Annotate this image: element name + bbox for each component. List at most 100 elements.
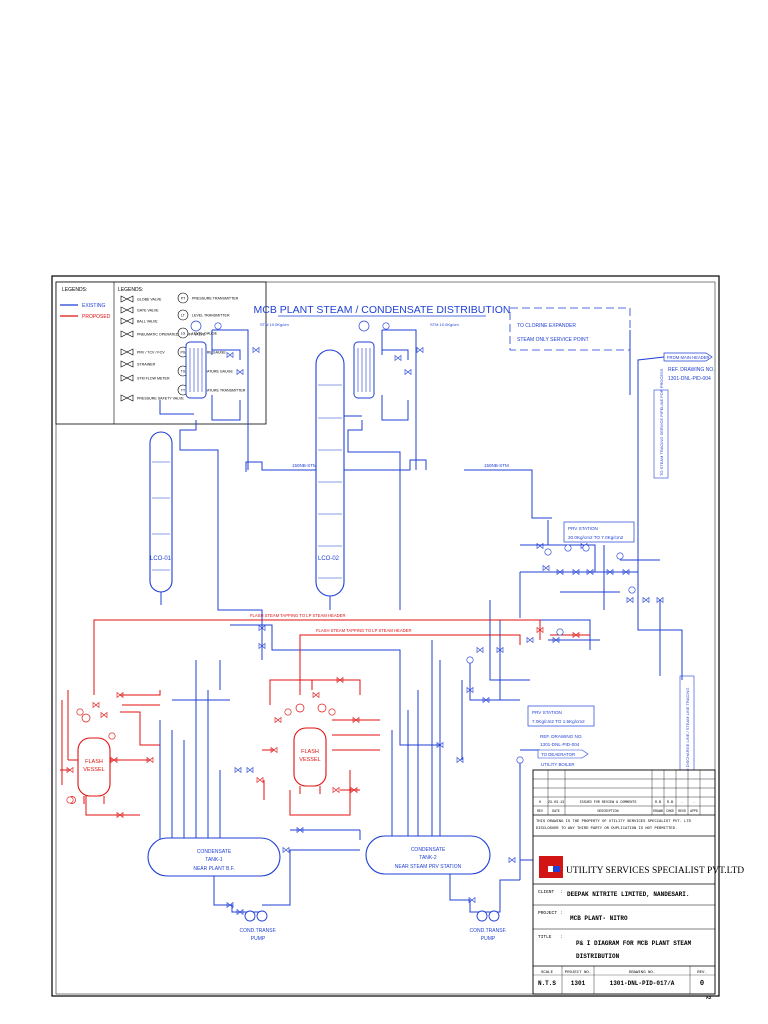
deaerator-label: TO DEAERATOR bbox=[541, 752, 575, 757]
condensate-tank-2: CONDENSATE TANK-2 NEAR STEAM PRV STATION bbox=[365, 835, 491, 875]
lco-01-label: LCO-01 bbox=[150, 556, 172, 562]
line-valve-31 bbox=[468, 896, 476, 904]
line-valve-15 bbox=[642, 596, 650, 604]
line-valve-7 bbox=[556, 568, 564, 576]
line-valve-16 bbox=[656, 596, 664, 604]
tank-2-label-a: CONDENSATE bbox=[411, 847, 446, 853]
line-valve-20 bbox=[496, 646, 504, 654]
disclaimer-1: THIS DRAWING IS THE PROPERTY OF UTILITY … bbox=[536, 820, 692, 824]
reboiler-2 bbox=[353, 320, 375, 399]
line-valve-0 bbox=[226, 351, 234, 359]
line-valve-26 bbox=[246, 766, 254, 774]
disclaimer-2: DISCLOSURE TO ANY THIRD PARTY OR DUPLICA… bbox=[536, 827, 677, 831]
legend-valve-symbol-4: PRV / TCV / FCV bbox=[120, 348, 165, 356]
legend-instrument-tag-1: LT bbox=[181, 314, 185, 318]
line-valve-3 bbox=[416, 346, 424, 354]
legend-valve-symbol-2: BALL VALVE bbox=[120, 317, 158, 325]
title-value-1: P& I DIAGRAM FOR MCB PLANT STEAM bbox=[576, 940, 692, 947]
instrument-bubble-2 bbox=[544, 548, 552, 556]
line-valve-19 bbox=[476, 646, 484, 654]
instrument-bubble-9 bbox=[516, 756, 524, 764]
instrument-bubble-14 bbox=[66, 796, 74, 804]
lco-02-label: LCO-02 bbox=[318, 556, 340, 562]
line-valve-24 bbox=[482, 696, 490, 704]
flash-vessel-2-label-b: VESSEL bbox=[299, 757, 320, 763]
line-valve-4 bbox=[236, 368, 244, 376]
legend-instrument-label-3: PRESSURE GAUGE bbox=[192, 351, 226, 355]
ref-drawing-2-b: 1301-DNL-PID-004 bbox=[540, 742, 580, 747]
project-value: MCB PLANT- NITRO bbox=[570, 915, 628, 922]
revision-cell-5: - bbox=[681, 801, 683, 805]
flash-vessel-1: FLASH VESSEL bbox=[68, 713, 111, 804]
pipe-tag-1: 150NB-STM bbox=[292, 463, 317, 468]
from-main-header-tag: FROM MAIN HEADER bbox=[663, 352, 713, 362]
line-valve-25 bbox=[234, 766, 242, 774]
line-valve-14 bbox=[626, 596, 634, 604]
stm-note-1: STM 10.0Kg/cm bbox=[260, 322, 289, 327]
legend-instrument-tag-4: TG bbox=[181, 370, 186, 374]
instrument-bubble-13 bbox=[328, 708, 336, 716]
clorine-note-1: TO CLORINE EXPANDER bbox=[517, 323, 576, 329]
revision-head-1: DATE bbox=[552, 809, 560, 813]
line-valve-49 bbox=[116, 811, 124, 819]
transfer-pump-2: COND.TRANSF. PUMP bbox=[470, 910, 506, 942]
flash-line-note-2: FLASH STEAM TAPPING TO LP STEAM HEADER bbox=[316, 628, 411, 633]
line-valve-35 bbox=[66, 766, 74, 774]
legend-valve-symbol-7: PRESSURE SAFETY VALVE bbox=[120, 394, 184, 402]
line-valve-2 bbox=[394, 354, 402, 362]
legend-valve-symbol-3: PNEUMATIC OPERATED ON-OFF VALVE bbox=[120, 330, 206, 338]
line-valve-38 bbox=[100, 711, 108, 719]
title-value-2: DISTRIBUTION bbox=[576, 953, 620, 960]
scale-value: N.T.S bbox=[538, 980, 556, 987]
instrument-bubble-1 bbox=[382, 322, 390, 330]
tank-1-label-c: NEAR PLANT B.F. bbox=[193, 866, 234, 872]
revision-cell-0: 0 bbox=[539, 801, 541, 805]
legend-instrument-tag-0: PT bbox=[181, 297, 185, 301]
legend-valve-symbol-5: STRAINER bbox=[120, 360, 156, 368]
tank-1-label-b: TANK-1 bbox=[205, 857, 223, 863]
revision-head-0: REV bbox=[537, 809, 543, 813]
line-valve-51 bbox=[274, 716, 282, 724]
line-valve-18 bbox=[258, 642, 266, 650]
instrument-bubble-7 bbox=[466, 656, 474, 664]
revision-cell-4: R.B bbox=[667, 801, 673, 805]
flash-line-note-1: FLASH STEAM TAPPING TO LP STEAM HEADER bbox=[250, 613, 345, 618]
revision-head-3: DRAWN bbox=[653, 809, 663, 813]
line-valve-40 bbox=[270, 746, 278, 754]
flash-vessel-1-label-a: FLASH bbox=[85, 759, 103, 765]
line-valve-43 bbox=[312, 691, 320, 699]
line-valve-17 bbox=[258, 624, 266, 632]
client-colon: : bbox=[560, 890, 563, 895]
inner-border bbox=[55, 281, 716, 995]
steam-tracing-note: TO STEAM TRACING SERVICE PIPELINE FOR PR… bbox=[653, 368, 669, 479]
legend-valve-symbol-1: GATE VALVE bbox=[120, 306, 159, 314]
deaerator-tag: TO DEAERATOR bbox=[537, 749, 589, 759]
revision-cell-6: - bbox=[693, 801, 695, 805]
reboiler-1 bbox=[185, 320, 207, 399]
stm-note-2: STM 10.0Kg/cm bbox=[430, 322, 459, 327]
legend-proposed-label: PROPOSED bbox=[82, 314, 111, 320]
drawing-no-label: DRAWING NO. bbox=[629, 971, 655, 975]
client-label: CLIENT bbox=[538, 889, 555, 895]
legend-instrument-label-0: PRESSURE TRANSMITTER bbox=[192, 297, 239, 301]
condensate-tank-1: CONDENSATE TANK-1 NEAR PLANT B.F. bbox=[147, 837, 281, 877]
instrument-bubble-8 bbox=[556, 628, 564, 636]
prv-1-range: 20.0Kg/cm2 TO 7.0Kg/cm2 bbox=[568, 535, 624, 540]
project-label: PROJECT bbox=[538, 910, 557, 916]
legend-instrument-label-4: TEMPERATURE GAUGE bbox=[192, 370, 233, 374]
legend-symbol-label-4: PRV / TCV / FCV bbox=[137, 351, 165, 355]
line-valve-42 bbox=[336, 676, 344, 684]
line-valve-36 bbox=[110, 756, 118, 764]
clorine-note-2: STEAM ONLY SERVICE POINT bbox=[517, 337, 589, 343]
revision-cell-1: 23.03.13 bbox=[548, 801, 564, 805]
company-name: UTILITY SERVICES SPECIALIST PVT.LTD bbox=[566, 866, 744, 876]
line-valve-28 bbox=[456, 756, 464, 764]
line-valve-47 bbox=[572, 631, 580, 639]
line-valve-32 bbox=[282, 846, 290, 854]
legend-valve-symbol-0: GLOBE VALVE bbox=[120, 295, 162, 303]
legend-instrument-tag-2: LG bbox=[181, 332, 186, 336]
